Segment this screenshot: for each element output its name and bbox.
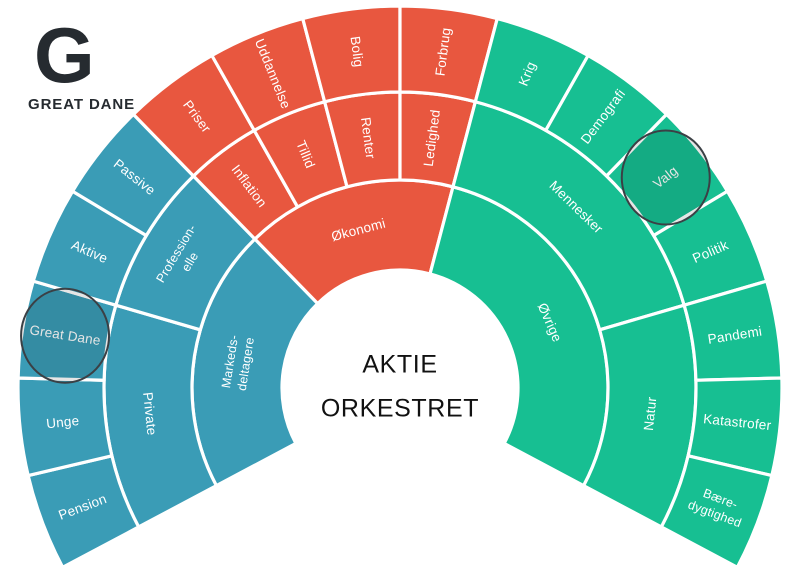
highlight-circle[interactable]: [20, 287, 111, 384]
hub-circle: [284, 272, 516, 504]
highlight-circle[interactable]: [620, 129, 711, 226]
hub-title-line1: AKTIE: [362, 351, 437, 379]
logo-g-mark: G: [34, 11, 95, 99]
sunburst-hub: AKTIE ORKESTRET: [284, 272, 516, 504]
sunburst-segment[interactable]: [659, 454, 774, 569]
sunburst-highlights: [20, 129, 711, 384]
brand-logo: G GREAT DANE: [26, 11, 176, 114]
logo-wordmark: GREAT DANE: [28, 96, 136, 114]
hub-title-line2: ORKESTRET: [321, 395, 479, 423]
